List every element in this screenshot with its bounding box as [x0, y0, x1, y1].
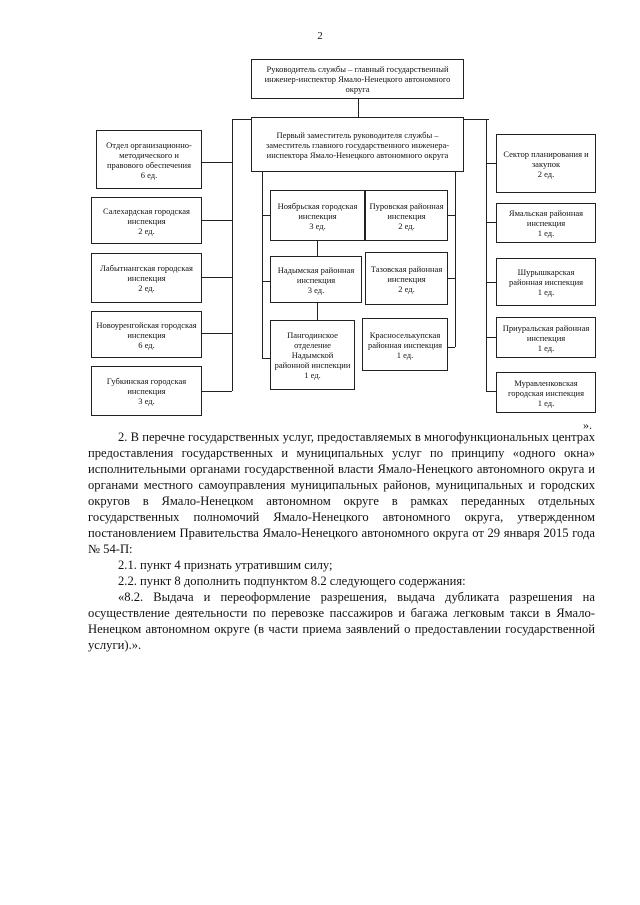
connector-line [448, 278, 455, 279]
connector-line [262, 172, 263, 358]
body-text: 2. В перечне государственных услуг, пред… [88, 429, 595, 653]
connector-line [202, 220, 232, 221]
org-box-left-1: Отдел организационно-методического и пра… [96, 130, 202, 189]
paragraph-8-2: «8.2. Выдача и переоформление разрешения… [88, 590, 595, 652]
paragraph-2-1: 2.1. пункт 4 признать утратившим силу; [118, 558, 333, 572]
connector-line [455, 172, 456, 347]
connector-line [486, 163, 496, 164]
connector-line [262, 215, 270, 216]
connector-line [232, 119, 233, 391]
connector-line [486, 337, 496, 338]
connector-line [486, 222, 496, 223]
connector-line [317, 241, 318, 256]
connector-line [202, 333, 232, 334]
org-box-first-deputy: Первый заместитель руководителя службы –… [251, 117, 464, 172]
paragraph-2-2: 2.2. пункт 8 дополнить подпунктом 8.2 сл… [118, 574, 466, 588]
connector-line [317, 303, 318, 320]
paragraph-2: 2. В перечне государственных услуг, пред… [88, 430, 595, 556]
connector-line [262, 281, 270, 282]
connector-line [486, 119, 487, 391]
closing-quote: ». [583, 418, 592, 432]
org-box-center-left-3: Пангодинское отделение Надымской районно… [270, 320, 355, 390]
connector-line [202, 277, 232, 278]
page-number: 2 [317, 30, 323, 42]
connector-line [486, 391, 496, 392]
connector-line [448, 215, 455, 216]
org-box-head: Руководитель службы – главный государств… [251, 59, 464, 99]
connector-line [486, 282, 496, 283]
connector-line [358, 99, 359, 119]
connector-line [202, 162, 232, 163]
connector-line [202, 391, 232, 392]
connector-line [448, 347, 455, 348]
connector-line [262, 358, 270, 359]
